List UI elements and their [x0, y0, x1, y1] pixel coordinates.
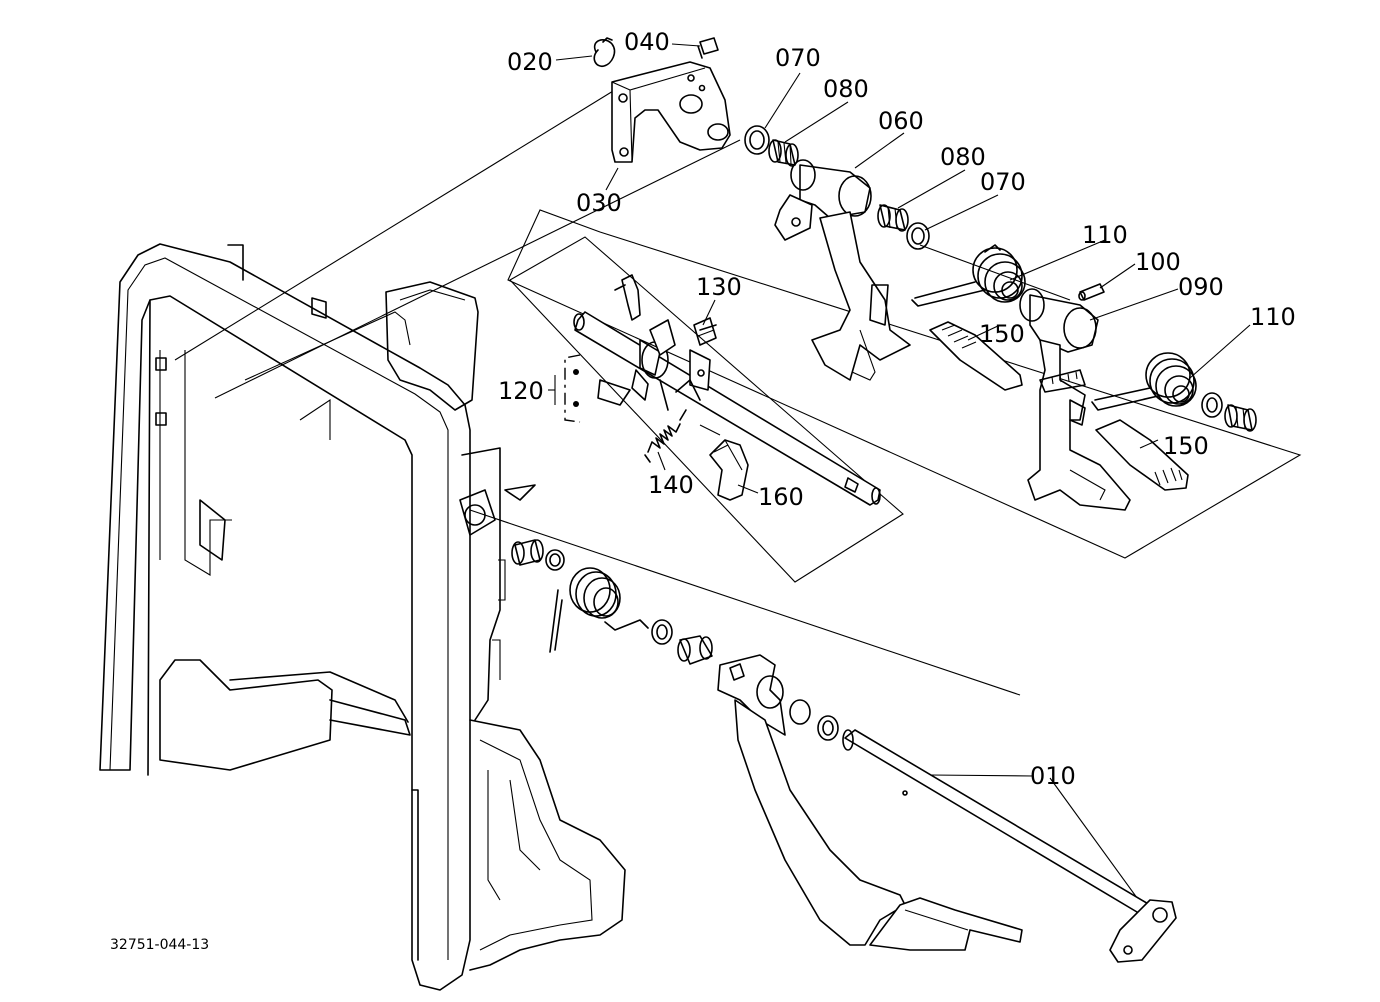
frame-panel: [99, 243, 626, 991]
pedal-lower: [717, 654, 1023, 951]
label-010: 010: [1030, 762, 1076, 790]
label-160: 160: [758, 483, 804, 511]
bracket-030: [611, 61, 731, 163]
ring-070-upper: [744, 125, 770, 155]
pedal-arm-090: [1019, 288, 1131, 511]
label-120: 120: [498, 377, 544, 405]
bolt-040: [697, 37, 719, 59]
label-080-upper: 080: [823, 75, 869, 103]
label-150-lower: 150: [1163, 432, 1209, 460]
label-100: 100: [1135, 248, 1181, 276]
callout-labels: 020 040 030 070 080 060 080 070 110 100 …: [498, 28, 1296, 790]
label-110-lower: 110: [1250, 303, 1296, 331]
bracket-120-group: [548, 354, 581, 423]
subassembly-box-1: [509, 236, 904, 583]
label-110-upper: 110: [1082, 221, 1128, 249]
pedal-arm-060: [774, 159, 911, 381]
shaft-assembly: [573, 274, 881, 506]
label-070-lower: 070: [980, 168, 1026, 196]
label-090: 090: [1178, 273, 1224, 301]
label-020: 020: [507, 48, 553, 76]
spring-140: [644, 409, 687, 463]
bushing-080-upper: [768, 139, 799, 167]
label-060: 060: [878, 107, 924, 135]
lower-shaft-parts: [511, 539, 713, 665]
pin-100: [1078, 283, 1105, 301]
label-030: 030: [576, 189, 622, 217]
shaft-010: [842, 729, 1177, 963]
pedal-pad-150-upper: [929, 321, 1023, 391]
alignment-lines: [174, 87, 1141, 903]
label-040: 040: [624, 28, 670, 56]
label-080-lower: 080: [940, 143, 986, 171]
drawing-code: 32751-044-13: [110, 937, 209, 953]
bushing-lower-right: [1224, 404, 1257, 432]
ring-070-lower: [906, 222, 930, 250]
label-070-upper: 070: [775, 44, 821, 72]
label-130: 130: [696, 273, 742, 301]
callout-leaders: [555, 43, 1251, 777]
bushing-080-lower: [877, 204, 909, 232]
label-140: 140: [648, 471, 694, 499]
ring-lower-right: [1201, 392, 1223, 418]
label-150-upper: 150: [979, 320, 1025, 348]
spring-110-lower: [1091, 352, 1197, 411]
clip-020: [593, 37, 616, 68]
spring-110-upper: [911, 244, 1026, 307]
pedal-pad-150-lower: [1095, 419, 1189, 491]
subassembly-box-2: [507, 209, 1302, 559]
